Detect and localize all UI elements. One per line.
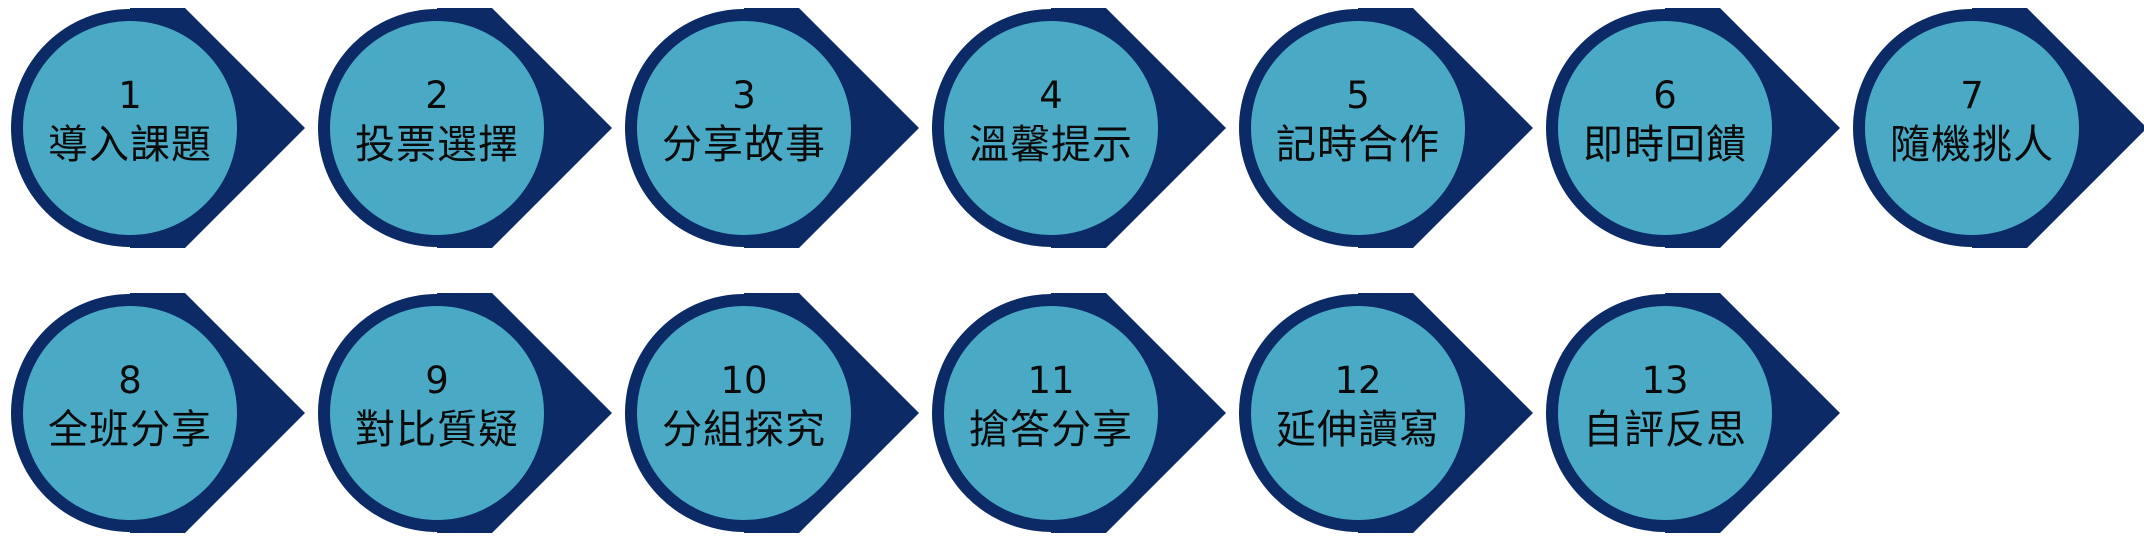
step-circle [11, 294, 249, 532]
step-circle [1239, 9, 1477, 247]
step-shape [1546, 8, 1840, 248]
step-circle [1546, 294, 1784, 532]
step-shape [318, 293, 612, 533]
step-shape [625, 8, 919, 248]
step-circle [625, 9, 863, 247]
step-shape [932, 293, 1226, 533]
step-circle [1853, 9, 2091, 247]
step-shape [1239, 293, 1533, 533]
step-circle [11, 9, 249, 247]
step-circle [625, 294, 863, 532]
step-shape [625, 293, 919, 533]
step-circle [932, 294, 1170, 532]
step-shape [1546, 293, 1840, 533]
step-shape [1239, 8, 1533, 248]
step-shape [318, 8, 612, 248]
step-shape [11, 8, 305, 248]
step-circle [932, 9, 1170, 247]
step-shape [11, 293, 305, 533]
step-circle [1546, 9, 1784, 247]
step-shape [1853, 8, 2144, 248]
step-circle [1239, 294, 1477, 532]
step-circle [318, 9, 556, 247]
step-shape [932, 8, 1226, 248]
step-circle [318, 294, 556, 532]
